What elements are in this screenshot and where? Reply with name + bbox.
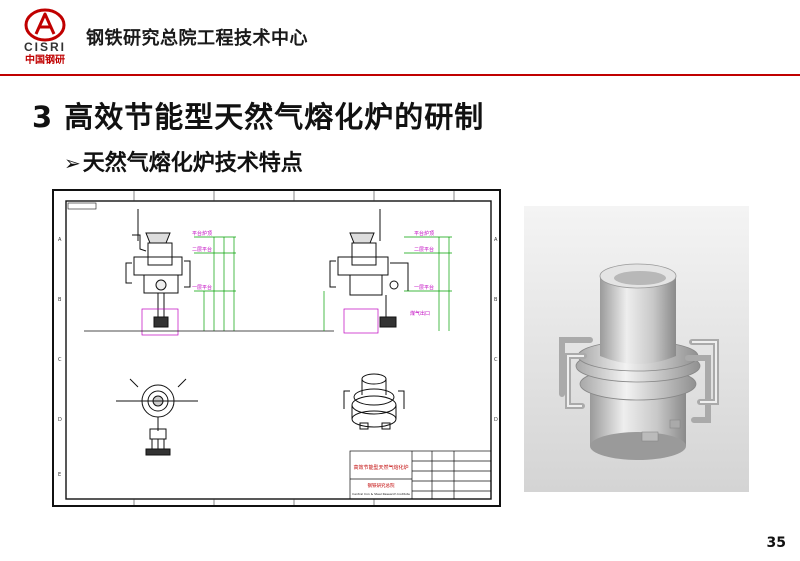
bullet-arrow-icon: ➢ <box>64 151 81 175</box>
logo-subtext: 中国钢研 <box>25 53 65 64</box>
subtitle-text: 天然气熔化炉技术特点 <box>82 151 303 176</box>
svg-text:A: A <box>494 237 498 243</box>
title-block-name: 高效节能型天然气熔化炉 <box>353 464 408 471</box>
header-divider <box>0 74 800 76</box>
svg-text:D: D <box>58 417 62 423</box>
organization-name: 钢铁研究总院工程技术中心 <box>86 28 308 49</box>
svg-text:D: D <box>494 417 498 423</box>
isometric-view <box>343 373 405 430</box>
plan-view <box>116 378 198 456</box>
engineering-drawing: A B C D E A B C D 平台炉顶 <box>52 189 501 507</box>
label-platform-2: 二层平台 <box>192 246 212 253</box>
label-platform-top: 平台炉顶 <box>192 230 212 237</box>
slide-title: 3 高效节能型天然气熔化炉的研制 <box>32 100 485 134</box>
logo-text: CISRI <box>24 40 66 54</box>
svg-text:A: A <box>58 237 62 243</box>
svg-text:二层平台: 二层平台 <box>414 246 434 253</box>
svg-text:B: B <box>58 297 62 303</box>
furnace-3d-render <box>524 206 749 492</box>
svg-text:C: C <box>58 357 62 363</box>
front-elevation-view <box>125 209 191 328</box>
svg-text:平台炉顶: 平台炉顶 <box>414 230 434 237</box>
label-gas-outlet: 煤气出口 <box>410 310 430 317</box>
svg-text:C: C <box>494 357 498 363</box>
side-elevation-view <box>329 209 409 328</box>
title-block-company: 钢铁研究总院 <box>368 482 395 489</box>
label-platform-1: 一层平台 <box>192 284 212 291</box>
page-number: 35 <box>766 535 786 551</box>
svg-text:一层平台: 一层平台 <box>414 284 434 291</box>
title-block <box>349 450 492 500</box>
svg-text:B: B <box>494 297 498 303</box>
svg-text:E: E <box>58 472 61 478</box>
title-block-company-en: Central Iron & Steel Research Institute <box>352 492 410 496</box>
cisri-logo: CISRI 中国钢研 <box>14 6 76 66</box>
slide-subtitle: ➢天然气熔化炉技术特点 <box>64 145 303 177</box>
front-elevation-dimensions <box>194 236 236 331</box>
